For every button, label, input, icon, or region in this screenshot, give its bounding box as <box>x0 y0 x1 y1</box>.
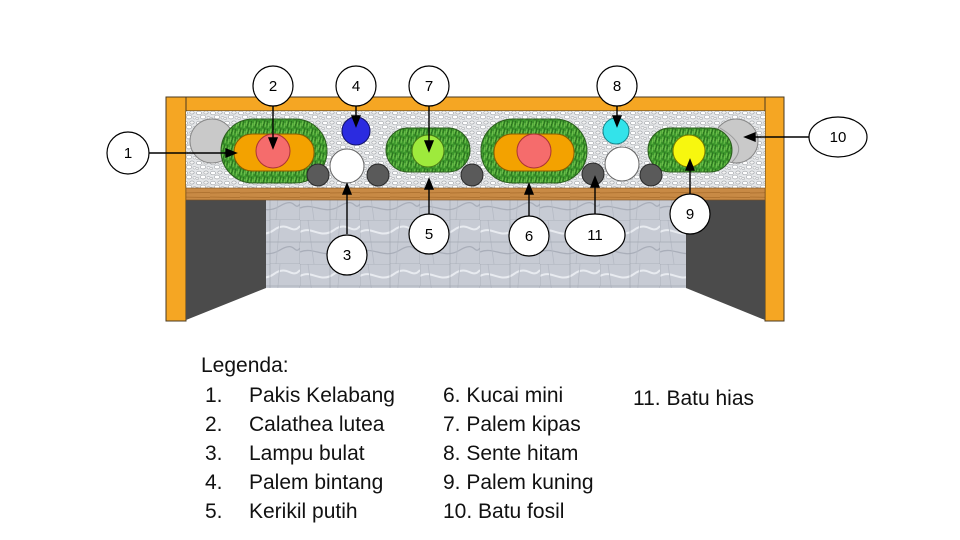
callout-1-label: 1 <box>124 145 132 162</box>
round-lamp-left <box>329 148 365 184</box>
callout-11 <box>564 213 626 257</box>
callout-9 <box>669 193 711 235</box>
kucai-mini-center <box>516 133 552 169</box>
callout-5-label: 5 <box>425 226 433 243</box>
callout-arrows <box>149 106 811 234</box>
callout-labels: 1 2 3 4 5 6 7 8 9 10 11 <box>124 78 847 264</box>
callout-3 <box>326 234 368 276</box>
pod-kucai <box>480 118 588 184</box>
legend-item-2-text: Calathea lutea <box>249 413 385 436</box>
callout-10-label: 10 <box>830 129 847 146</box>
callout-9-label: 9 <box>686 206 694 223</box>
callout-8-label: 8 <box>613 78 621 95</box>
left-wall <box>186 200 266 320</box>
callout-3-label: 3 <box>343 247 351 264</box>
legend-item-5-text: Kerikil putih <box>249 500 358 523</box>
legend-item-5-num: 5. <box>205 500 223 523</box>
legend-item-1-text: Pakis Kelabang <box>249 384 395 407</box>
callout-6-label: 6 <box>525 228 533 245</box>
legend-item-1: 1. Pakis Kelabang <box>205 384 395 408</box>
legend-item-7: 7. Palem kipas <box>443 413 581 436</box>
callout-2 <box>252 65 294 107</box>
callout-bubbles <box>106 65 868 276</box>
legend-item-3: 3. Lampu bulat <box>205 442 365 466</box>
callout-6 <box>508 215 550 257</box>
callout-4 <box>335 65 377 107</box>
garden-plan-diagram: 1 2 3 4 5 6 7 8 9 10 11 <box>106 65 868 322</box>
legend-item-8: 8. Sente hitam <box>443 442 579 465</box>
round-lamp-right <box>604 146 640 182</box>
marble-floor <box>266 200 686 288</box>
pod-palem-kuning <box>647 127 733 173</box>
frame-left-post <box>165 96 187 322</box>
callout-7 <box>408 65 450 107</box>
legend-item-2-num: 2. <box>205 413 223 436</box>
legend-item-4-num: 4. <box>205 471 223 494</box>
legend-item-4: 4. Palem bintang <box>205 471 383 495</box>
wood-edge <box>185 187 766 201</box>
decor-stones <box>306 162 663 187</box>
legend-item-6: 6. Kucai mini <box>443 384 564 407</box>
legend-title: Legenda: <box>201 354 289 377</box>
callout-11-label: 11 <box>587 227 603 244</box>
legend-item-4-text: Palem bintang <box>249 471 384 494</box>
legend-item-9: 9. Palem kuning <box>443 471 594 494</box>
legend-item-10: 10. Batu fosil <box>443 500 565 523</box>
legend-item-3-text: Lampu bulat <box>249 442 365 465</box>
callout-1 <box>106 131 150 175</box>
legend-item-2: 2. Calathea lutea <box>205 413 384 437</box>
legend-item-5: 5. Kerikil putih <box>205 500 358 524</box>
callout-2-label: 2 <box>269 78 277 95</box>
frame-right-post <box>764 96 785 322</box>
pod-left <box>220 118 328 184</box>
legend-item-1-num: 1. <box>205 384 223 407</box>
callout-10 <box>808 116 868 158</box>
callout-8 <box>596 65 638 107</box>
callout-5 <box>408 213 450 255</box>
legend-item-11: 11. Batu hias <box>633 387 755 410</box>
right-wall <box>686 200 765 320</box>
palem-kipas-plant <box>411 134 445 168</box>
callout-4-label: 4 <box>352 78 360 95</box>
legend-item-3-num: 3. <box>205 442 223 465</box>
callout-7-label: 7 <box>425 78 433 95</box>
